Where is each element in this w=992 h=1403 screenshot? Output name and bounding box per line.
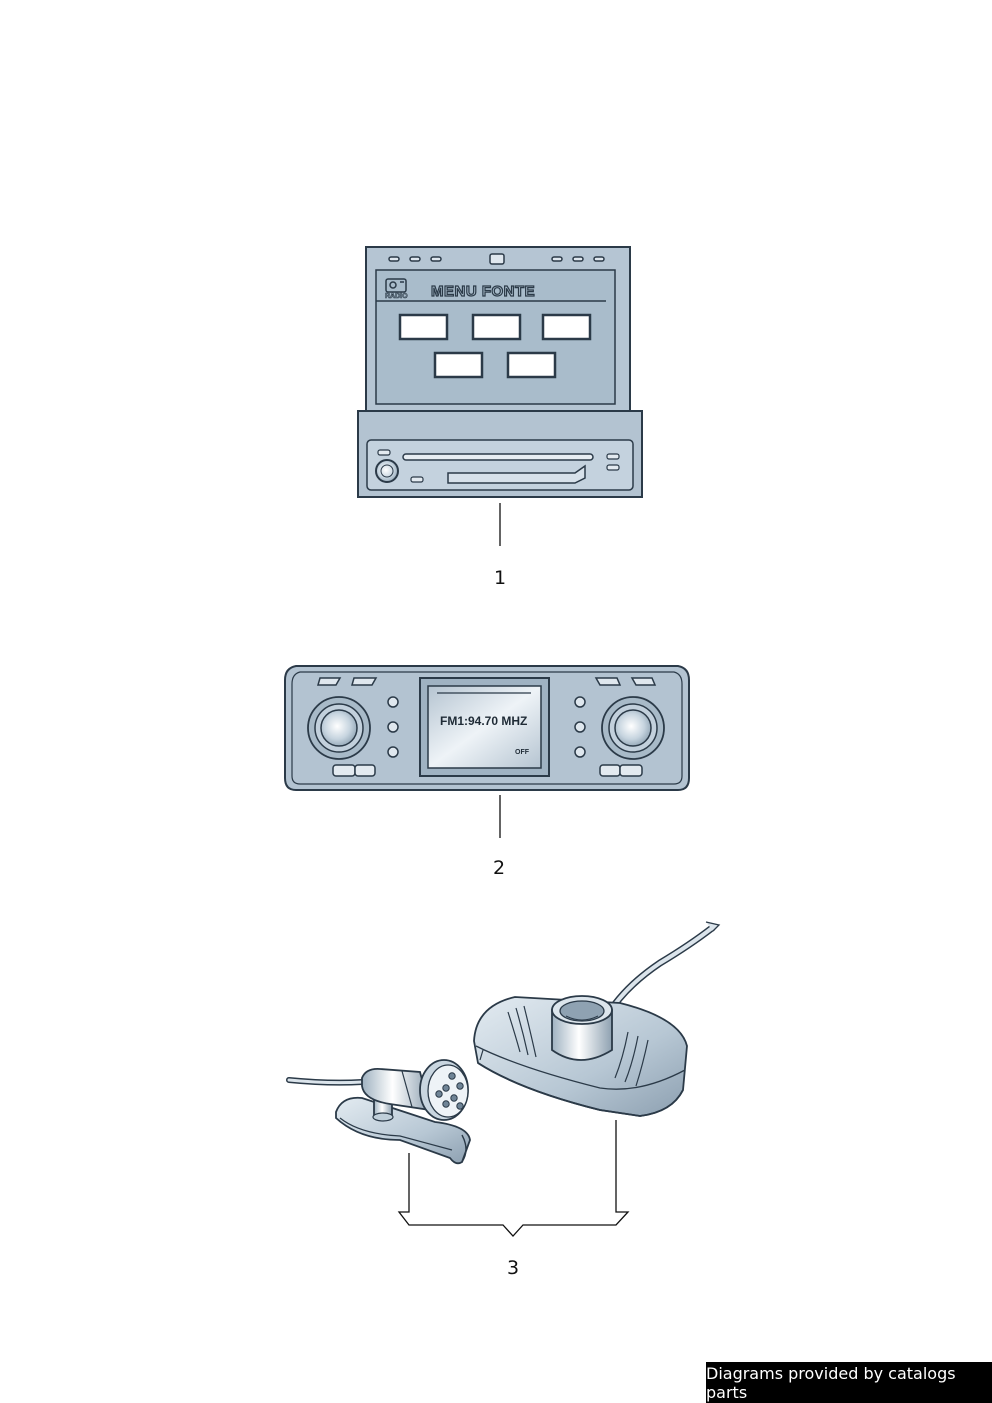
lcd-frequency-text: FM1:94.70 MHZ xyxy=(440,714,527,728)
bottom-buttons xyxy=(332,764,643,777)
screen-indicator-leds xyxy=(388,253,605,265)
menu-button xyxy=(506,351,557,379)
menu-buttons xyxy=(398,313,592,379)
menu-button xyxy=(471,313,522,341)
small-button xyxy=(377,449,391,456)
top-buttons xyxy=(317,677,657,686)
radio-unit-with-flip-screen: RADIO MENU FONTE xyxy=(357,246,643,498)
small-button xyxy=(606,464,620,471)
screen-radio-label: RADIO xyxy=(385,293,408,300)
lcd-screen xyxy=(427,685,542,769)
right-knob-icon xyxy=(614,709,652,747)
callout-2: 2 xyxy=(493,857,505,879)
lcd-off-text: OFF xyxy=(515,749,530,756)
callout-3: 3 xyxy=(507,1257,519,1279)
disc-slot xyxy=(402,453,594,461)
small-button xyxy=(410,476,424,483)
microphone-clip xyxy=(335,1096,471,1165)
microphone-grille-holes xyxy=(435,1072,464,1110)
radio-icon xyxy=(385,278,407,293)
leader-bracket-3 xyxy=(397,1120,630,1237)
small-button xyxy=(606,453,620,460)
callout-1: 1 xyxy=(494,567,506,589)
menu-button xyxy=(433,351,484,379)
footer-credit: Diagrams provided by catalogs parts xyxy=(706,1362,992,1403)
hands-free-microphone-kit xyxy=(286,921,721,1165)
menu-button xyxy=(398,313,449,341)
side-buttons xyxy=(387,696,586,758)
screen-menu-title: MENU FONTE xyxy=(431,283,535,300)
radio-unit-with-lcd: FM1:94.70 MHZ OFF xyxy=(284,665,690,791)
left-knob-icon xyxy=(320,709,358,747)
volume-knob-icon xyxy=(375,459,399,483)
cassette-slot xyxy=(447,464,586,484)
menu-button xyxy=(541,313,592,341)
